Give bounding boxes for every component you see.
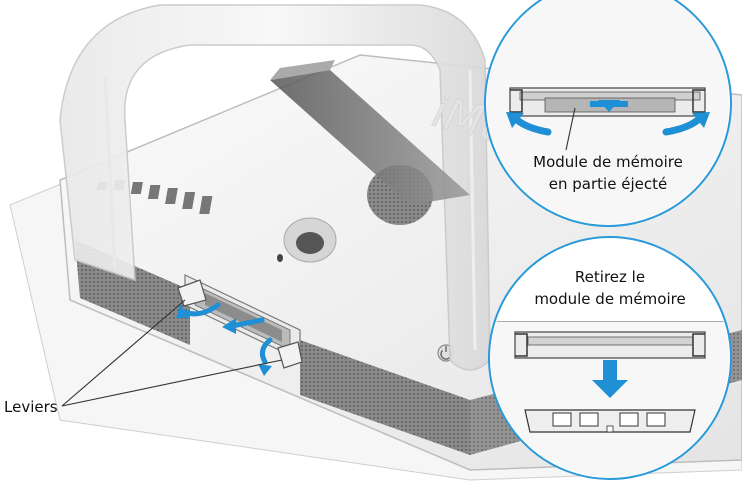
arrow-curved-left-icon	[176, 302, 221, 318]
stand-hinge-top	[270, 60, 335, 80]
arrow-down-icon	[592, 360, 628, 398]
small-hole	[277, 254, 283, 262]
levers-label: Leviers	[4, 398, 58, 416]
stand-highlight-right	[468, 69, 477, 351]
arrow-down-icon	[590, 100, 628, 112]
cable-port-hole	[296, 232, 324, 254]
callout-top-line1: Module de mémoire	[533, 153, 683, 171]
arrow-curved-right-icon	[258, 337, 273, 376]
lever-right	[277, 341, 303, 369]
stand-hinge	[270, 70, 470, 205]
callout-top-line2: en partie éjecté	[549, 175, 667, 193]
callout-remove-module: Retirez le module de mémoire	[488, 236, 732, 480]
stand-highlight-left	[103, 74, 117, 271]
arrow-eject-icon	[222, 317, 265, 334]
imac-stand	[59, 4, 491, 371]
memory-slot-assembly	[177, 274, 303, 369]
callout-partial-eject: Module de mémoire en partie éjecté	[484, 0, 732, 227]
speaker-grill-right	[300, 340, 470, 455]
callout-bottom-line1: Retirez le	[575, 268, 645, 286]
lever-left	[177, 279, 207, 307]
memory-module	[524, 409, 696, 433]
levers-callout-lines	[61, 299, 283, 407]
callout-bottom-line2: module de mémoire	[534, 290, 685, 308]
